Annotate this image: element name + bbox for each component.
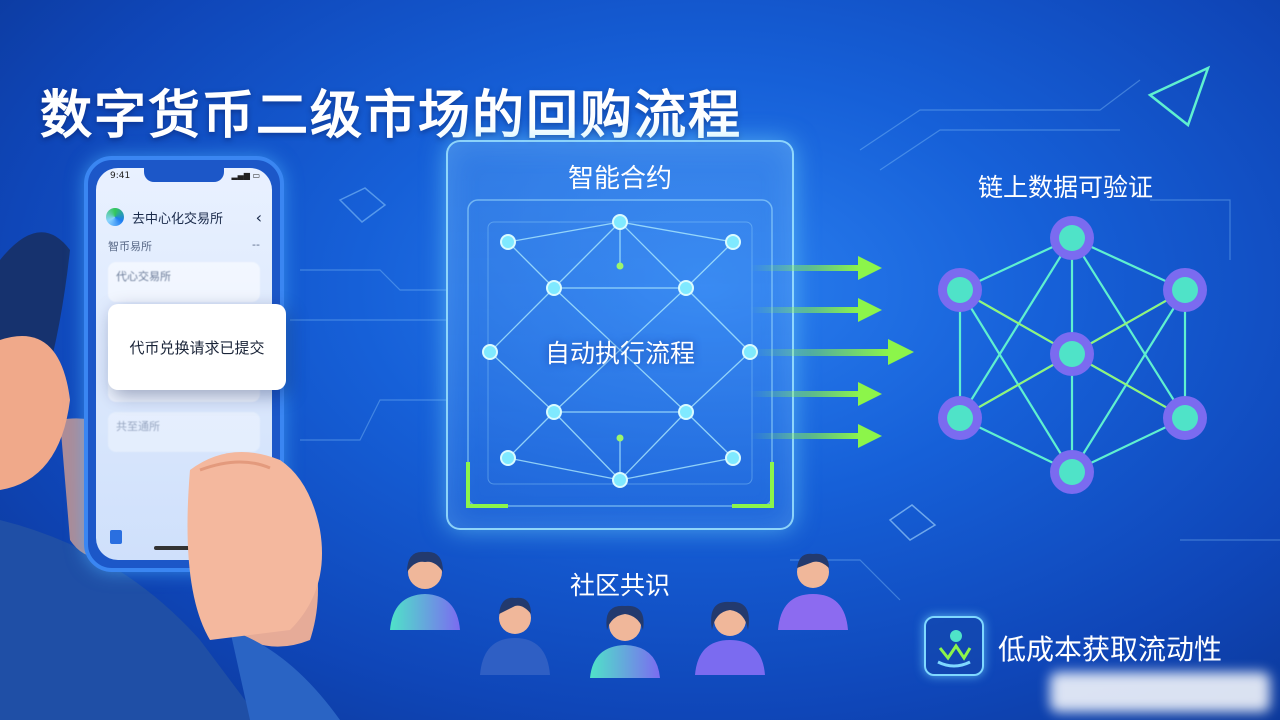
chain-node bbox=[938, 396, 982, 440]
flow-arrows bbox=[750, 256, 914, 448]
chain-node bbox=[1050, 450, 1094, 494]
section-header: 智币易所 -- bbox=[108, 238, 260, 254]
avatar bbox=[480, 597, 550, 675]
phone-notch bbox=[144, 168, 224, 182]
chain-node bbox=[1163, 396, 1207, 440]
avatar bbox=[695, 601, 765, 675]
hand-illustration bbox=[187, 452, 322, 640]
contract-title: 智能合约 bbox=[567, 164, 672, 194]
watermark-blur bbox=[1050, 672, 1270, 712]
community-avatars bbox=[390, 551, 848, 678]
app-title: 去中心化交易所 bbox=[132, 211, 224, 227]
chain-label: 链上数据可验证 bbox=[978, 173, 1154, 202]
page-title: 数字货币二级市场的回购流程 bbox=[40, 85, 743, 146]
contract-label: 自动执行流程 bbox=[544, 339, 695, 368]
home-indicator bbox=[154, 546, 214, 550]
avatar bbox=[590, 605, 660, 678]
contract-network bbox=[466, 199, 774, 508]
app-header: 去中心化交易所 ‹ bbox=[106, 204, 262, 230]
section-label: 智币易所 bbox=[108, 240, 152, 253]
list-item[interactable]: 代心交易所 bbox=[108, 262, 260, 302]
blockchain-network bbox=[938, 216, 1207, 494]
section-extra: -- bbox=[252, 238, 260, 251]
avatar bbox=[390, 551, 460, 630]
smart-contract-panel: 智能合约 bbox=[446, 140, 794, 530]
chain-node bbox=[1050, 332, 1094, 376]
toast-notification: 代币兑换请求已提交 bbox=[108, 304, 286, 390]
status-time: 9:41 bbox=[110, 171, 131, 181]
app-logo-icon bbox=[106, 208, 124, 226]
liquidity-icon bbox=[924, 616, 984, 676]
signal-battery-icon: ▂▄▆ ▭ bbox=[231, 171, 260, 180]
chevron-left-icon[interactable]: ‹ bbox=[255, 207, 262, 227]
list-item[interactable]: 共至通所 bbox=[108, 412, 260, 452]
avatar bbox=[778, 553, 848, 630]
chain-node bbox=[1163, 268, 1207, 312]
liquidity-label: 低成本获取流动性 bbox=[998, 633, 1223, 666]
chain-node bbox=[1050, 216, 1094, 260]
chain-node bbox=[938, 268, 982, 312]
document-icon[interactable] bbox=[110, 530, 122, 544]
consensus-label: 社区共识 bbox=[570, 571, 671, 600]
toast-text: 代币兑换请求已提交 bbox=[129, 338, 265, 357]
